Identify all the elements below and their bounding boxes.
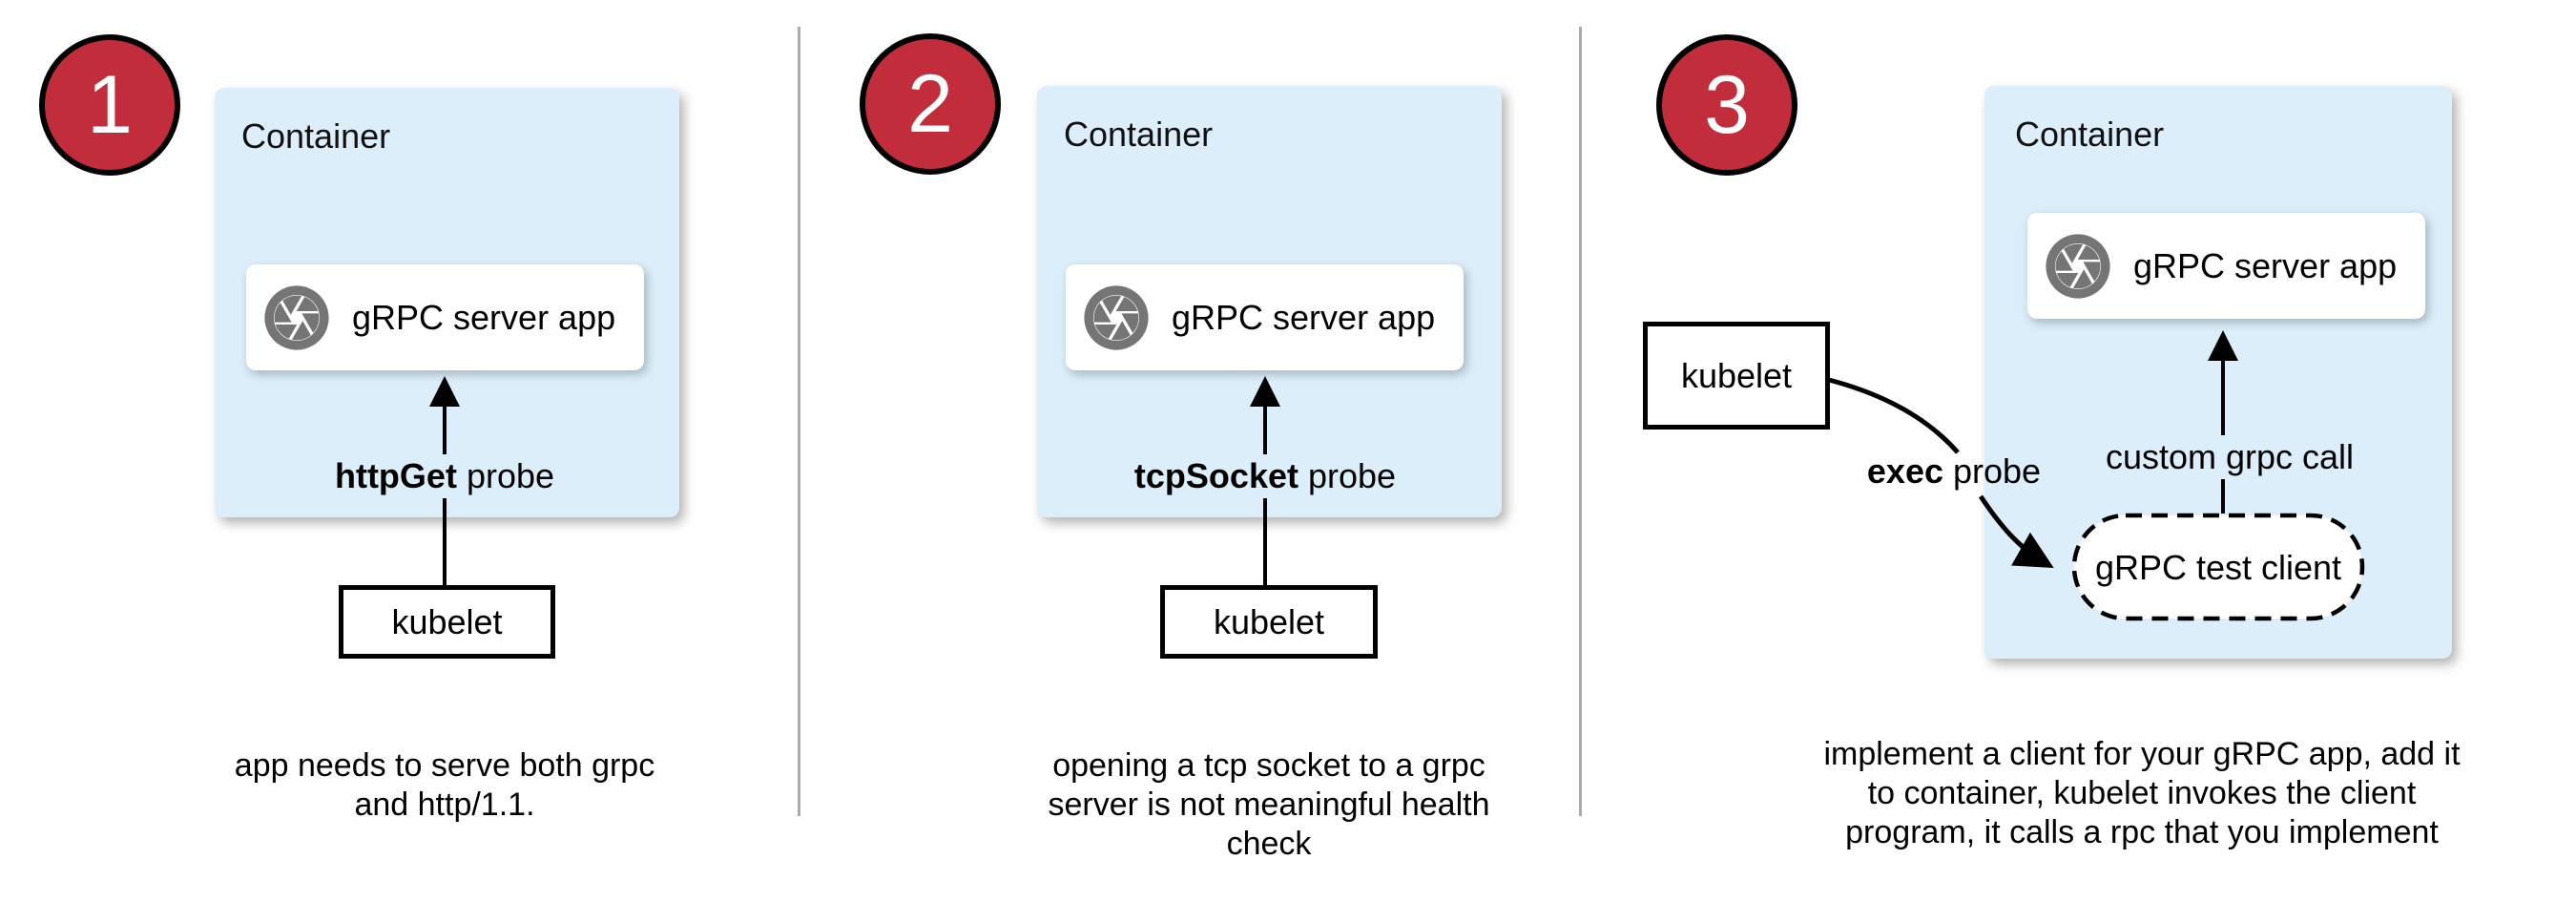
grpc-test-client-oval bbox=[2071, 513, 2365, 621]
panel-1-caption: app needs to serve both grpc and http/1.… bbox=[158, 746, 731, 825]
step-2-badge: 2 bbox=[860, 33, 1001, 175]
caption-line: program, it calls a rpc that you impleme… bbox=[1845, 814, 2439, 850]
panel-1-probe-type: httpGet bbox=[334, 456, 457, 495]
panel-1-grpc-server-app-label: gRPC server app bbox=[352, 297, 616, 337]
panel-3-probe-label: exec probe bbox=[1792, 450, 2116, 493]
step-2-number: 2 bbox=[907, 58, 953, 150]
panel-2-probe-word: probe bbox=[1298, 456, 1397, 495]
panel-2-kubelet-box: kubelet bbox=[1160, 585, 1378, 659]
panel-2-caption: opening a tcp socket to a grpc server is… bbox=[983, 746, 1555, 864]
caption-line: implement a client for your gRPC app, ad… bbox=[1823, 736, 2461, 772]
panel-2-container-label: Container bbox=[1064, 115, 1214, 154]
panel-2-kubelet-label: kubelet bbox=[1213, 601, 1325, 641]
panel-2-grpc-server-app-label: gRPC server app bbox=[1172, 297, 1436, 337]
panel-3-exec-arrow-lower bbox=[1978, 494, 2054, 568]
panel-1-container-label: Container bbox=[241, 116, 391, 156]
panel-3-caption: implement a client for your gRPC app, ad… bbox=[1808, 735, 2476, 852]
caption-line: opening a tcp socket to a grpc bbox=[1052, 747, 1485, 784]
panel-3-kubelet-label: kubelet bbox=[1680, 355, 1793, 395]
panel-3-kubelet-box: kubelet bbox=[1643, 322, 1830, 430]
panel-divider-1 bbox=[798, 27, 800, 816]
camera-aperture-icon bbox=[1084, 284, 1149, 350]
grpc-test-client-label: gRPC test client bbox=[2094, 548, 2342, 587]
panel-3-container-label: Container bbox=[2015, 115, 2165, 154]
camera-aperture-icon bbox=[2046, 233, 2110, 299]
panel-3-probe-type: exec bbox=[1866, 451, 1943, 491]
panel-2-probe-type: tcpSocket bbox=[1133, 456, 1298, 495]
panel-1-probe-word: probe bbox=[456, 456, 555, 495]
caption-line: server is not meaningful health bbox=[1048, 787, 1490, 823]
step-3-badge: 3 bbox=[1656, 34, 1797, 176]
camera-aperture-icon bbox=[264, 284, 329, 350]
step-1-badge: 1 bbox=[39, 34, 180, 176]
panel-3-custom-grpc-call-label: custom grpc call bbox=[2087, 435, 2373, 479]
panel-3-exec-arrow-upper bbox=[1828, 377, 1960, 454]
caption-line: to container, kubelet invokes the client bbox=[1867, 775, 2417, 811]
panel-1-kubelet-label: kubelet bbox=[391, 601, 503, 641]
step-3-number: 3 bbox=[1704, 59, 1750, 151]
panel-3-grpc-server-app-label: gRPC server app bbox=[2133, 245, 2398, 285]
panel-3-grpc-server-app-box: gRPC server app bbox=[2027, 213, 2425, 319]
panel-1-grpc-server-app-box: gRPC server app bbox=[246, 264, 644, 370]
caption-line: and http/1.1. bbox=[354, 787, 535, 823]
caption-line: check bbox=[1226, 826, 1312, 862]
panel-1-kubelet-box: kubelet bbox=[339, 585, 555, 659]
panel-divider-2 bbox=[1579, 27, 1582, 816]
caption-line: app needs to serve both grpc bbox=[234, 747, 655, 784]
panel-2-probe-label: tcpSocket probe bbox=[1084, 454, 1446, 498]
panel-3-probe-word: probe bbox=[1943, 451, 2042, 491]
panel-2-grpc-server-app-box: gRPC server app bbox=[1066, 264, 1464, 370]
panel-1-probe-label: httpGet probe bbox=[263, 454, 626, 498]
step-1-number: 1 bbox=[87, 59, 133, 151]
